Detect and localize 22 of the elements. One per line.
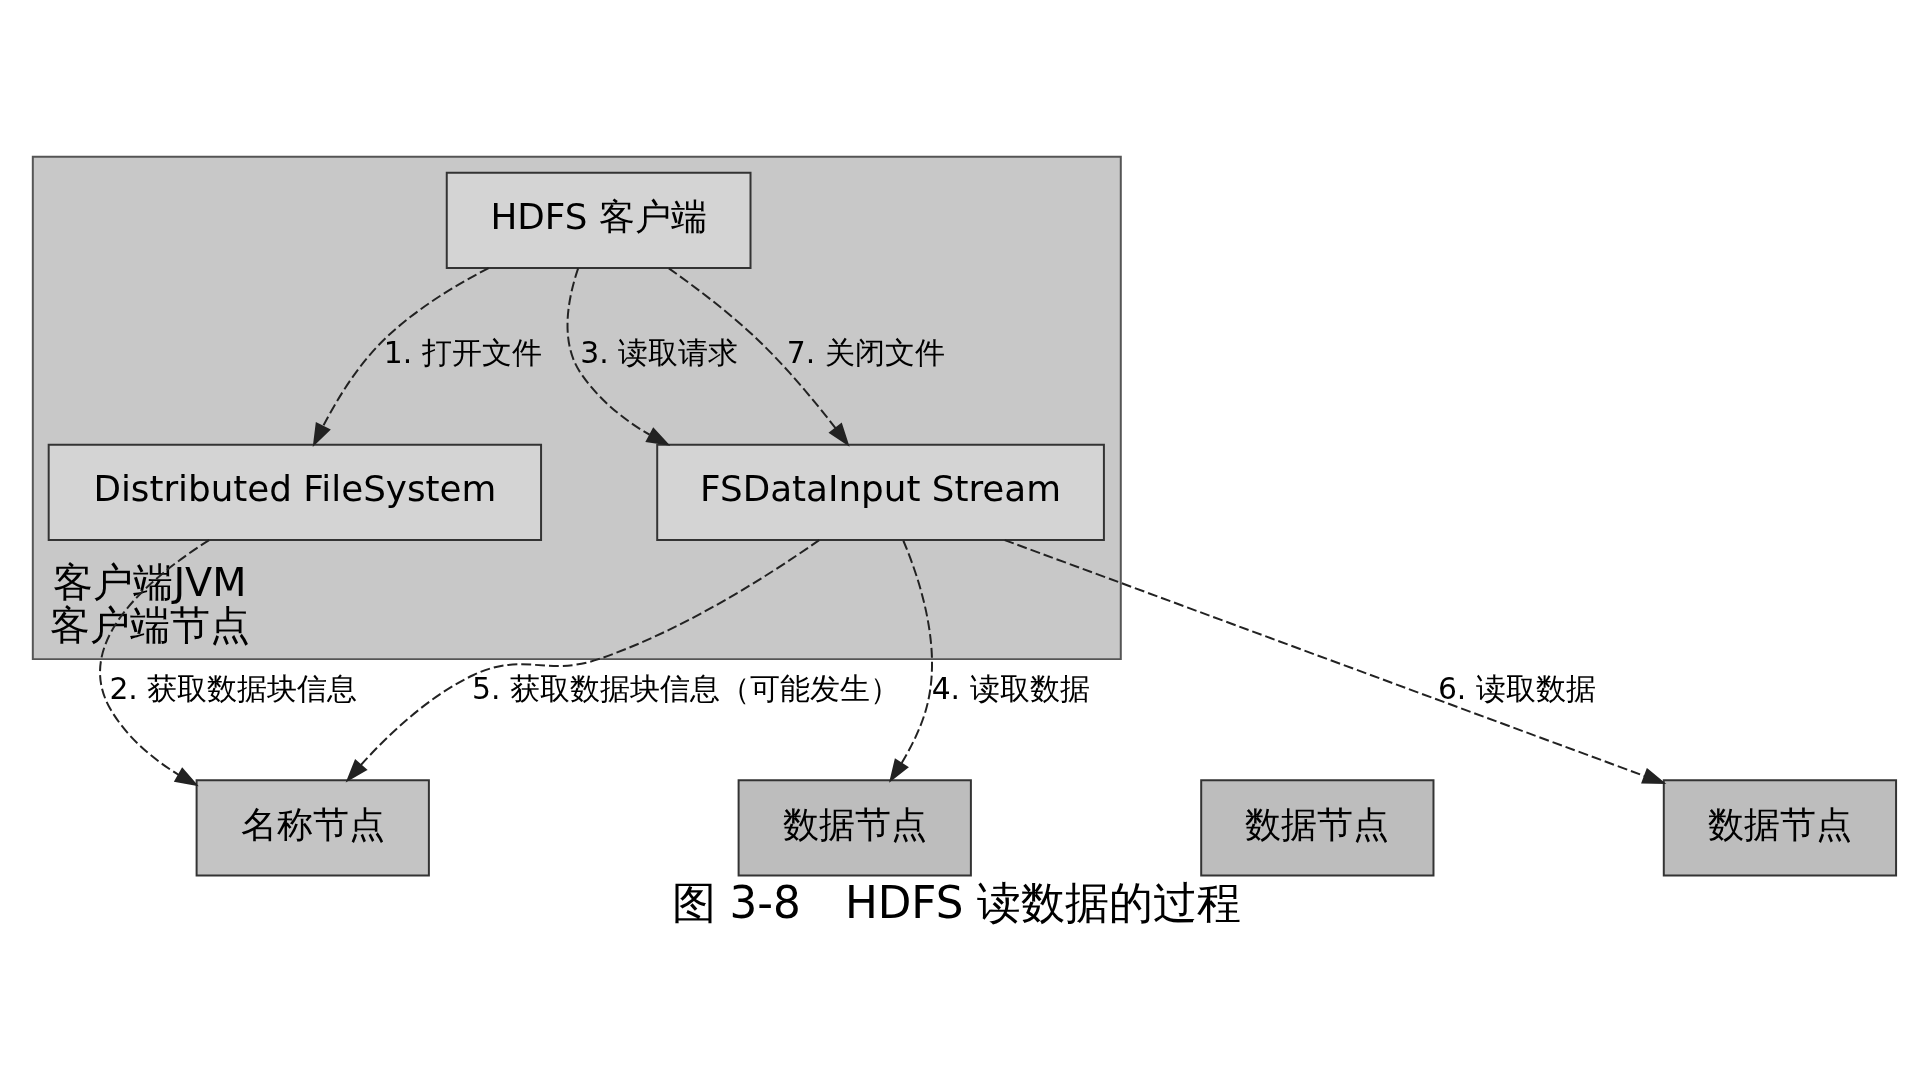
node-box: 数据节点 bbox=[1662, 779, 1898, 877]
edge-label: 6. 读取数据 bbox=[1437, 670, 1596, 706]
edge-label: 3. 读取请求 bbox=[580, 335, 739, 371]
node-box: 名称节点 bbox=[195, 779, 430, 877]
edge-label: 5. 获取数据块信息（可能发生） bbox=[472, 670, 900, 706]
arrow bbox=[889, 539, 933, 783]
arrow bbox=[345, 539, 821, 783]
node-box: HDFS 客户端 bbox=[445, 171, 752, 269]
arrow bbox=[566, 267, 671, 446]
arrow bbox=[312, 267, 490, 448]
node-box: FSDataInput Stream bbox=[656, 443, 1105, 541]
arrow bbox=[99, 539, 211, 787]
arrow bbox=[667, 267, 850, 447]
caption: 图 3-8 HDFS 读数据的过程 bbox=[671, 877, 1242, 929]
edge-label: 4. 读取数据 bbox=[931, 670, 1090, 706]
edge-label: 1. 打开文件 bbox=[383, 335, 542, 371]
arrow bbox=[1003, 539, 1667, 784]
node-box: 数据节点 bbox=[737, 779, 972, 877]
edge-label: 7. 关闭文件 bbox=[786, 335, 945, 371]
node-box: Distributed FileSystem bbox=[47, 443, 543, 541]
edge-label: 2. 获取数据块信息 bbox=[109, 670, 358, 706]
node-box: 数据节点 bbox=[1200, 779, 1435, 877]
